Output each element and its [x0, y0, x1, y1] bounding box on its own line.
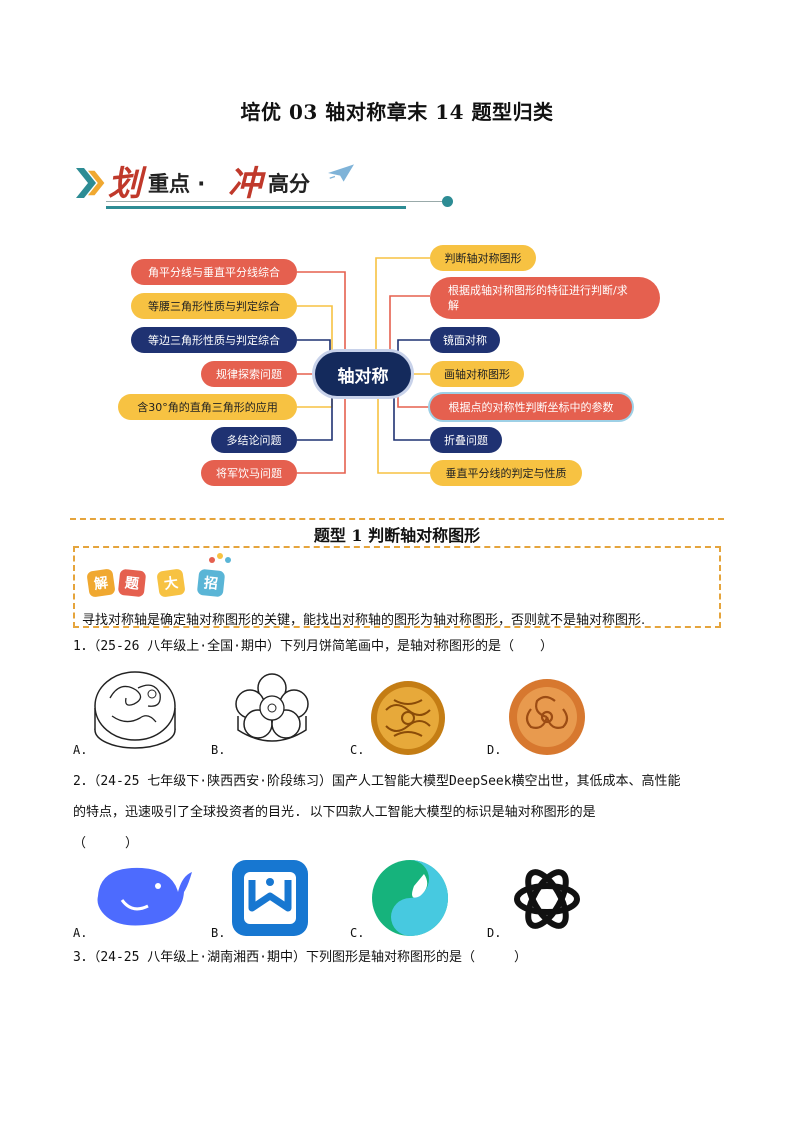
banner-dot — [442, 196, 453, 207]
mindmap-node: 等腰三角形性质与判定综合 — [131, 293, 297, 319]
mooncake-c-image — [371, 681, 445, 755]
option-label: C. — [350, 743, 365, 757]
option-label: A. — [73, 926, 88, 940]
mindmap-node: 判断轴对称图形 — [430, 245, 536, 271]
option-label: D. — [487, 743, 502, 757]
mindmap-node: 将军饮马问题 — [201, 460, 297, 486]
sparkle-icon — [209, 553, 231, 563]
mindmap-node: 镜面对称 — [430, 327, 500, 353]
mindmap-node: 折叠问题 — [430, 427, 502, 453]
banner-text-2: 高分 — [268, 172, 310, 196]
mindmap-node: 等边三角形性质与判定综合 — [131, 327, 297, 353]
page-title: 培优 03 轴对称章末 14 题型归类 — [240, 100, 554, 124]
section-title: 题型 1 判断轴对称图形 — [313, 526, 481, 545]
mooncake-b-image — [235, 673, 309, 742]
tip-text: 寻找对称轴是确定轴对称图形的关键，能找出对称轴的图形为轴对称图形，否则就不是轴对… — [82, 613, 646, 628]
mindmap-node-line: 解 — [448, 299, 459, 312]
section-banner: 划 重点 · 冲 高分 — [76, 152, 456, 214]
question-3-text: 3．（24-25 八年级上·湖南湘西·期中）下列图形是轴对称图形的是（ ） — [73, 950, 527, 965]
mindmap-node: 规律探索问题 — [201, 361, 297, 387]
question-2-text: 的特点，迅速吸引了全球投资者的目光. 以下四款人工智能大模型的标识是轴对称图形的… — [73, 805, 596, 820]
mindmap-node: 根据点的对称性判断坐标中的参数 — [430, 394, 632, 420]
mindmap-node: 根据成轴对称图形的特征进行判断/求 解 — [430, 277, 660, 319]
chevron-icon — [76, 168, 96, 198]
mindmap-node-line: 根据成轴对称图形的特征进行判断/求 — [448, 284, 628, 297]
tip-box — [73, 546, 721, 628]
banner-char-1: 划 — [108, 164, 142, 204]
mooncake-a-image — [94, 671, 176, 749]
doubao-logo — [372, 860, 448, 936]
paper-plane-icon — [328, 164, 354, 182]
option-label: B. — [211, 926, 226, 940]
openai-logo — [514, 869, 580, 929]
mindmap-center: 轴对称 — [315, 352, 411, 396]
option-label: C. — [350, 926, 365, 940]
mindmap-connectors — [297, 257, 430, 474]
deepseek-logo — [97, 867, 192, 926]
tip-badge: 大 — [156, 568, 186, 598]
mindmap-node: 多结论问题 — [211, 427, 297, 453]
banner-text-1: 重点 · — [148, 172, 206, 196]
tip-badge: 题 — [117, 568, 147, 598]
tip-badge: 解 — [86, 568, 116, 598]
mindmap-node: 垂直平分线的判定与性质 — [430, 460, 582, 486]
banner-char-2: 冲 — [228, 164, 262, 204]
mindmap-node: 角平分线与垂直平分线综合 — [131, 259, 297, 285]
chevron-icon — [88, 170, 105, 196]
mindmap-node: 含30°角的直角三角形的应用 — [118, 394, 297, 420]
mindmap-node: 画轴对称图形 — [430, 361, 524, 387]
option-label: D. — [487, 926, 502, 940]
tip-badge: 招 — [196, 568, 226, 598]
question-2-text: 2．（24-25 七年级下·陕西西安·阶段练习）国产人工智能大模型DeepSee… — [73, 774, 681, 789]
section-divider — [70, 518, 724, 520]
mooncake-d-image — [509, 679, 585, 755]
question-1-text: 1．（25-26 八年级上·全国·期中）下列月饼简笔画中，是轴对称图形的是（ ） — [73, 639, 553, 654]
option-label: A. — [73, 743, 88, 757]
question-2-text: （ ） — [73, 836, 139, 851]
kimi-logo — [232, 860, 308, 936]
option-label: B. — [211, 743, 226, 757]
